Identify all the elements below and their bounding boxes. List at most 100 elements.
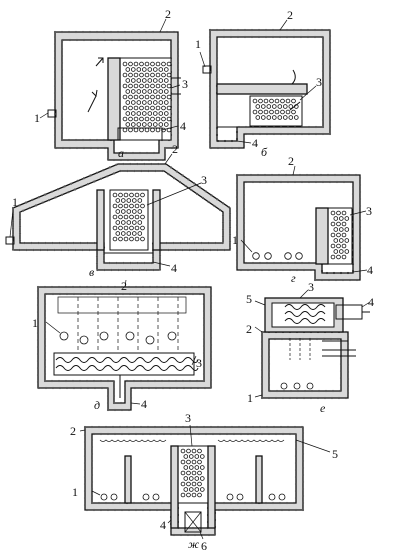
tube-circle [122, 127, 128, 133]
tube-circle [129, 203, 134, 209]
wall-texture-dot [209, 329, 213, 333]
wall-texture-dot [358, 225, 362, 229]
panel-a-leader-1 [39, 112, 49, 119]
wall-texture-dot [200, 241, 203, 245]
wall-texture-dot [71, 379, 75, 383]
wall-texture-dot [28, 206, 31, 210]
wall-texture-dot [317, 389, 321, 393]
wall-texture-dot [127, 285, 131, 289]
wall-texture-dot [287, 508, 291, 512]
wall-texture-dot [338, 389, 342, 393]
wall-texture-dot [174, 425, 178, 429]
wall-texture-dot [132, 379, 136, 383]
wall-texture-dot [83, 468, 87, 472]
wall-texture-dot [137, 30, 141, 34]
wall-texture-dot [301, 494, 305, 498]
wall-texture-dot [242, 221, 246, 225]
wall-texture-dot [340, 173, 344, 177]
wall-texture-dot [165, 30, 169, 34]
panel-zh-wall-left [124, 455, 132, 504]
panel-v-label-1: 1 [12, 195, 18, 209]
wall-texture-dot [43, 365, 47, 369]
tube-circle [139, 72, 144, 78]
wall-texture-dot [99, 379, 103, 383]
tube-circle [161, 105, 166, 111]
wall-texture-dot [209, 308, 213, 312]
wall-texture-dot [333, 173, 337, 177]
tube-circle [158, 78, 164, 83]
tube-circle [288, 104, 294, 109]
wall-texture-dot [298, 173, 302, 177]
wall-texture-dot [294, 454, 298, 458]
wall-texture-dot [242, 193, 246, 197]
panel-zh-label-4: 4 [160, 518, 166, 532]
tube-circle [333, 249, 339, 254]
wall-texture-dot [301, 508, 305, 512]
panel-b-label-1: 1 [195, 37, 201, 51]
wall-texture-dot [215, 77, 219, 81]
tube-circle [336, 243, 341, 249]
wall-texture-dot [242, 186, 246, 190]
panel-a-label-2: 2 [165, 7, 171, 21]
wall-texture-dot [86, 386, 90, 390]
tube-circle [191, 492, 197, 498]
wall-texture-dot [166, 38, 170, 42]
wall-texture-dot [81, 248, 84, 252]
wall-texture-dot [258, 425, 262, 429]
tube-circle [200, 487, 205, 492]
wall-texture-dot [181, 248, 184, 252]
tube-circle [147, 89, 153, 94]
wall-texture-dot [90, 425, 94, 429]
tube-circle [134, 192, 140, 198]
wall-texture-dot [176, 40, 180, 44]
panel-v-leader-1 [9, 209, 14, 238]
wall-texture-dot [328, 111, 332, 115]
wall-texture-dot [202, 425, 206, 429]
wall-texture-dot [321, 132, 325, 136]
panel-b-flow-arrow-1 [291, 69, 296, 85]
wall-texture-dot [202, 330, 206, 334]
wall-texture-dot [279, 261, 283, 265]
wall-texture-dot [209, 385, 213, 389]
tube-circle [129, 214, 134, 220]
tube-circle [330, 243, 336, 249]
wall-texture-dot [246, 432, 250, 436]
wall-texture-dot [124, 268, 127, 272]
panel-zh-burner-8 [278, 493, 286, 501]
wall-texture-dot [100, 292, 104, 296]
wall-texture-dot [113, 285, 117, 289]
wall-texture-dot [86, 292, 90, 296]
panel-d-leader-2 [124, 279, 127, 288]
wall-texture-dot [296, 389, 300, 393]
panel-zh-tube-grid [180, 448, 205, 498]
wall-texture-dot [83, 425, 87, 429]
wall-texture-dot [103, 38, 107, 42]
wall-texture-dot [260, 340, 264, 344]
tube-circle [200, 476, 205, 481]
tube-circle [291, 109, 296, 115]
wall-texture-dot [44, 241, 47, 245]
wall-texture-dot [295, 268, 299, 272]
wall-texture-dot [260, 268, 264, 272]
wall-texture-dot [358, 190, 362, 194]
wall-texture-dot [24, 201, 27, 204]
wall-texture-dot [204, 285, 208, 289]
panel-d-header [57, 296, 187, 314]
wall-texture-dot [281, 268, 285, 272]
wall-texture-dot [108, 166, 111, 169]
wall-texture-dot [124, 38, 128, 42]
wall-texture-dot [285, 28, 289, 32]
wall-texture-dot [134, 432, 138, 436]
wall-texture-dot [216, 425, 220, 429]
wall-texture-dot [173, 177, 176, 180]
wall-texture-dot [147, 158, 151, 162]
wall-texture-dot [358, 253, 362, 257]
wall-texture-dot [294, 496, 298, 500]
panel-zh-burner-6 [236, 493, 244, 501]
wall-texture-dot [60, 96, 64, 100]
tube-circle [122, 94, 128, 100]
wall-texture-dot [190, 285, 194, 289]
wall-texture-dot [272, 132, 276, 136]
wall-texture-dot [127, 408, 131, 412]
wall-texture-dot [60, 54, 64, 58]
